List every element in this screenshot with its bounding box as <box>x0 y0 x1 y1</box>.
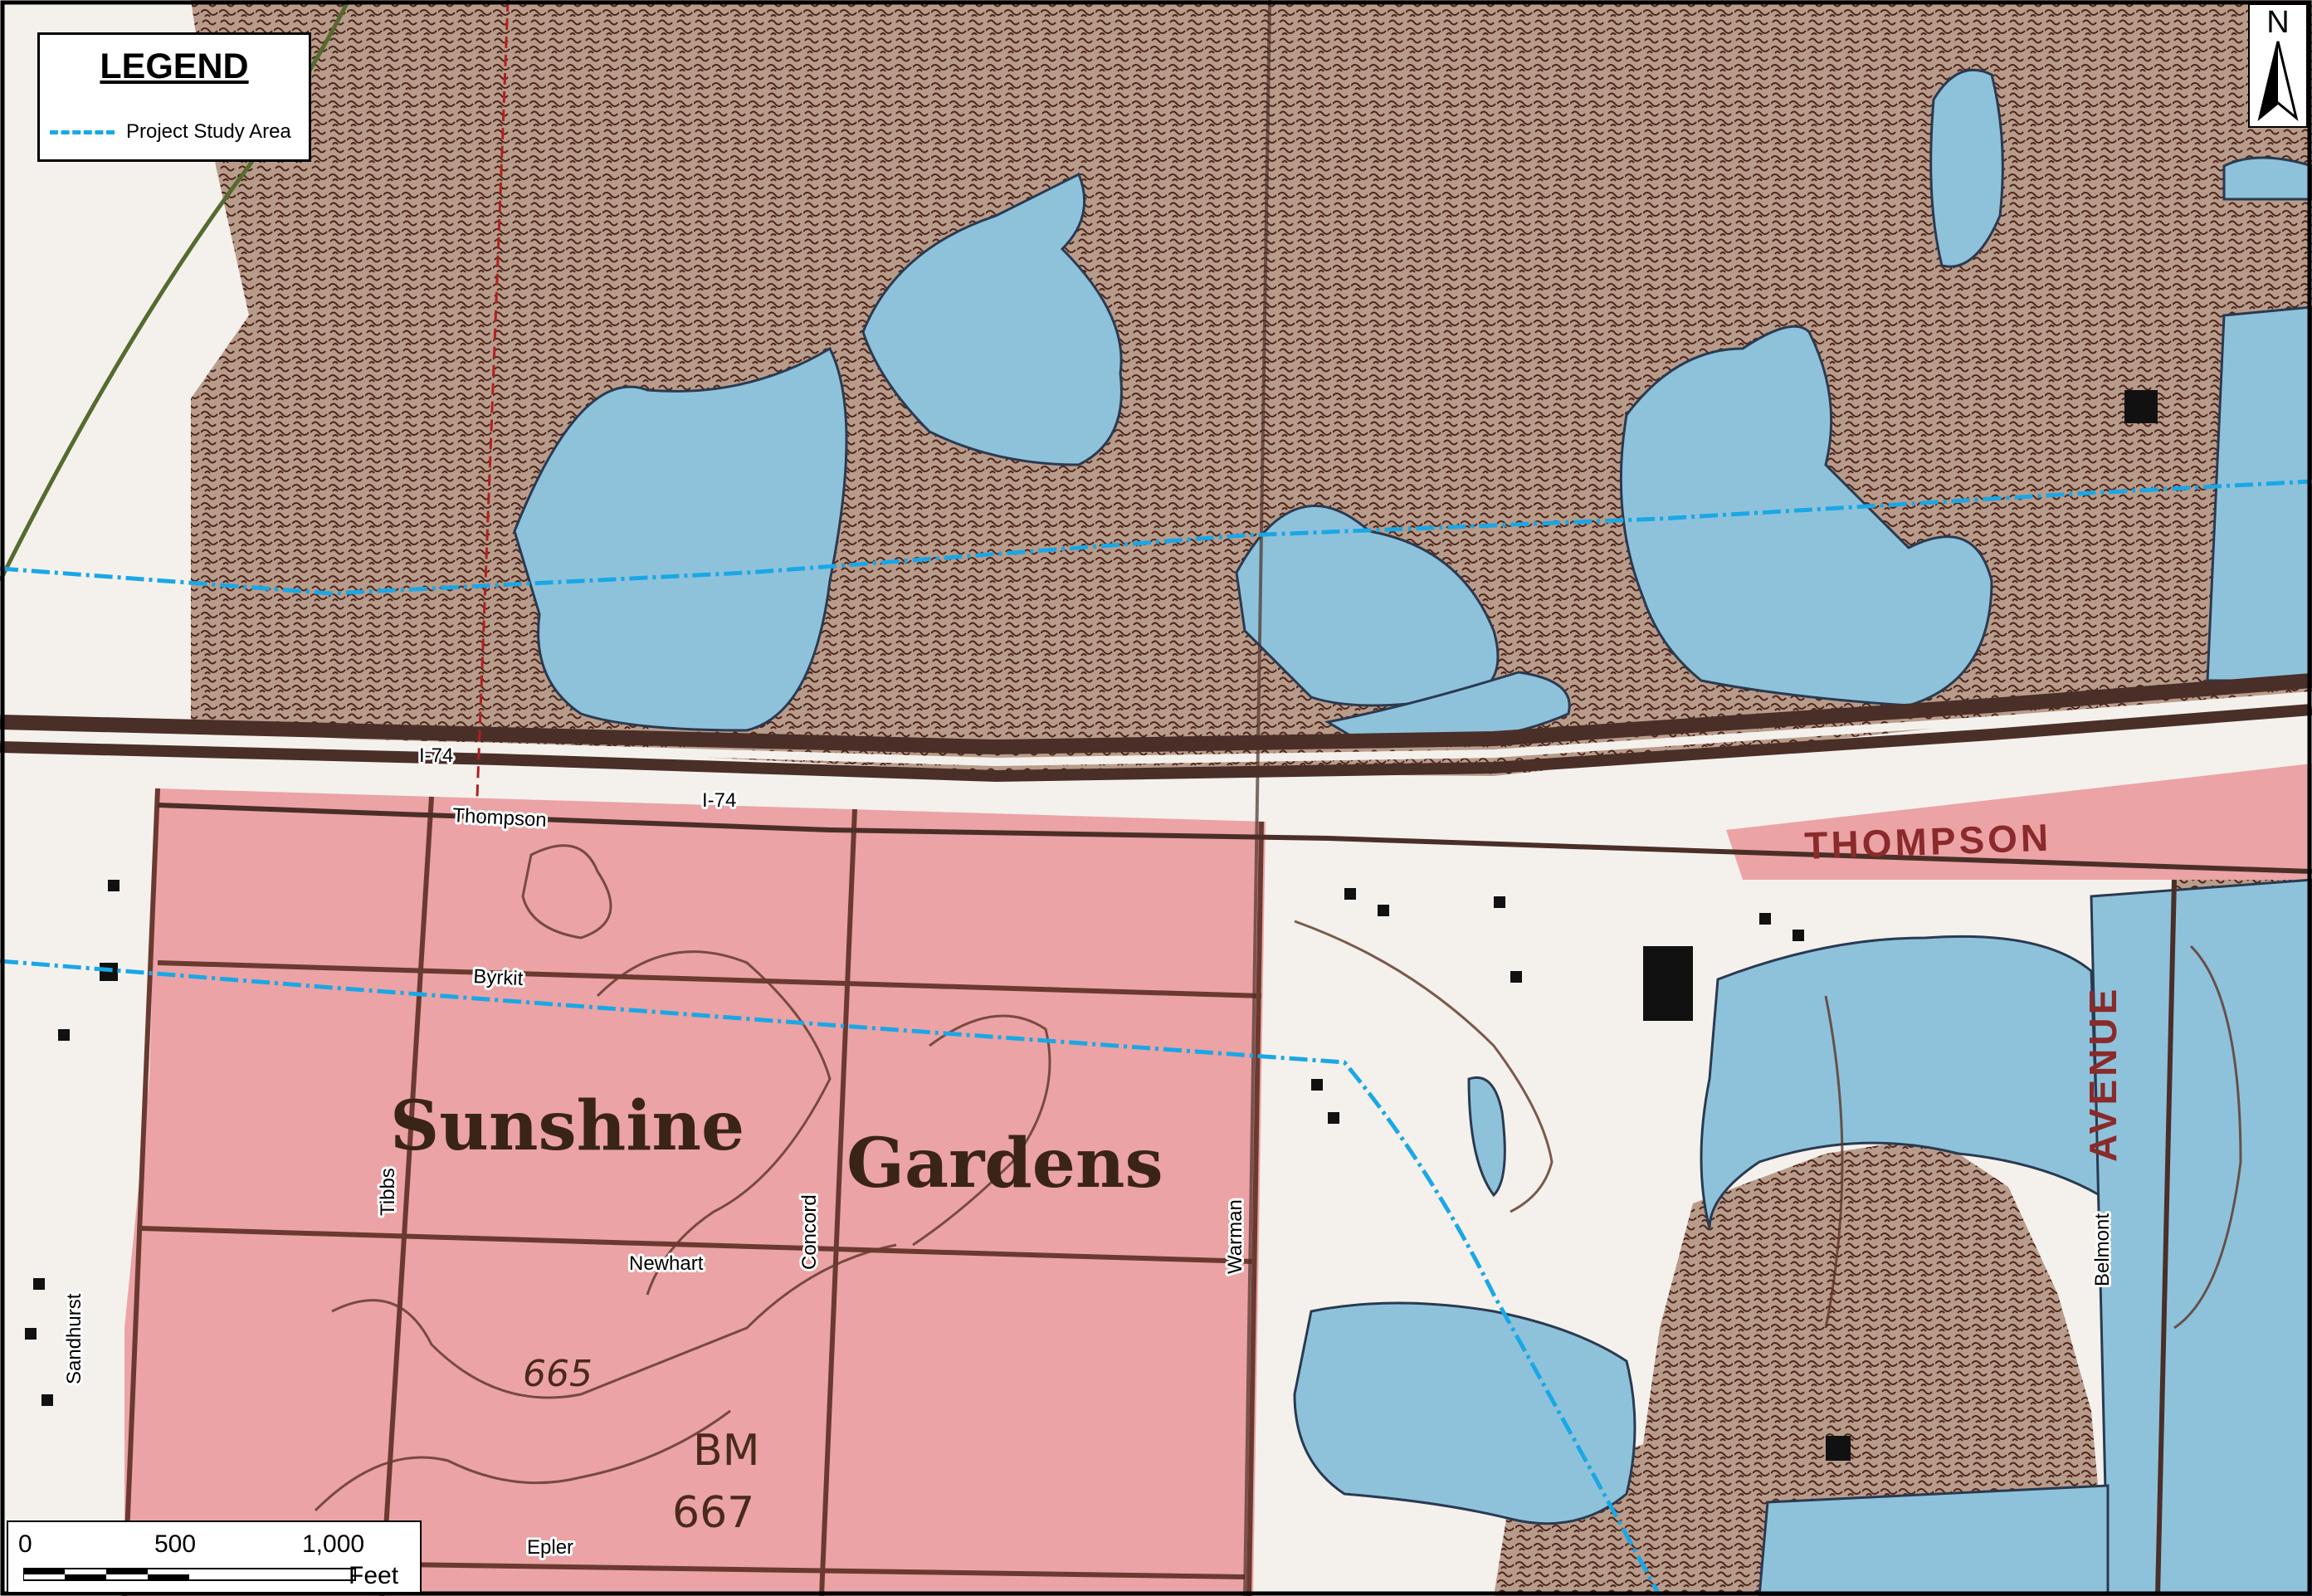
label-i74-a: I-74 <box>419 744 453 767</box>
label-newhart: Newhart <box>629 1252 704 1275</box>
scale-unit: Feet <box>349 1562 399 1589</box>
water-bodies <box>513 68 2312 749</box>
scale-tick-500: 500 <box>154 1530 197 1558</box>
warman-road <box>1243 0 1271 1596</box>
urban-area-thompson-east <box>1726 764 2312 880</box>
topo-bm-elev: 667 <box>672 1488 754 1538</box>
scale-bar: 0 500 1,000 Feet <box>7 1520 422 1594</box>
urban-area-sunshine-gardens <box>124 788 1266 1596</box>
topo-avenue-caps: AVENUE <box>2081 986 2124 1162</box>
railroad-curve <box>0 0 351 583</box>
label-concord: Concord <box>798 1194 821 1270</box>
interstate-74 <box>0 673 2312 783</box>
topo-sunshine: Sunshine <box>390 1086 744 1166</box>
label-byrkit: Byrkit <box>473 965 524 990</box>
label-tibbs: Tibbs <box>377 1168 399 1216</box>
buildings <box>25 390 2158 1461</box>
legend-item-label: Project Study Area <box>126 120 291 143</box>
legend-title: LEGEND <box>100 46 249 86</box>
legend: LEGEND Project Study Area <box>37 32 311 162</box>
label-epler: Epler <box>527 1536 573 1559</box>
study-area-swatch <box>50 129 115 134</box>
section-line <box>476 0 510 798</box>
north-label: N <box>2266 5 2290 40</box>
scale-tick-1000: 1,000 <box>302 1530 365 1558</box>
topo-bm: BM <box>693 1426 760 1476</box>
contour-lines <box>314 844 2242 1512</box>
legend-item-study-area: Project Study Area <box>50 120 291 144</box>
belmont-avenue <box>2155 879 2177 1596</box>
topo-gardens: Gardens <box>846 1124 1163 1203</box>
woodland-southeast <box>1494 1137 2108 1596</box>
water-bodies-south <box>1293 878 2312 1596</box>
scale-bar-graphic <box>23 1568 356 1581</box>
north-arrow-icon <box>2257 41 2299 121</box>
label-i74-b: I-74 <box>702 789 736 812</box>
label-belmont: Belmont <box>2091 1213 2114 1286</box>
label-warman: Warman <box>1224 1199 1246 1274</box>
label-sandhurst: Sandhurst <box>63 1293 85 1384</box>
scale-tick-0: 0 <box>18 1530 32 1558</box>
topo-thompson-caps: THOMPSON <box>1804 816 2052 867</box>
thompson-road <box>157 803 2312 874</box>
topo-contour-665: 665 <box>523 1353 593 1395</box>
project-study-area <box>0 479 2312 1596</box>
north-arrow: N <box>2248 3 2308 128</box>
